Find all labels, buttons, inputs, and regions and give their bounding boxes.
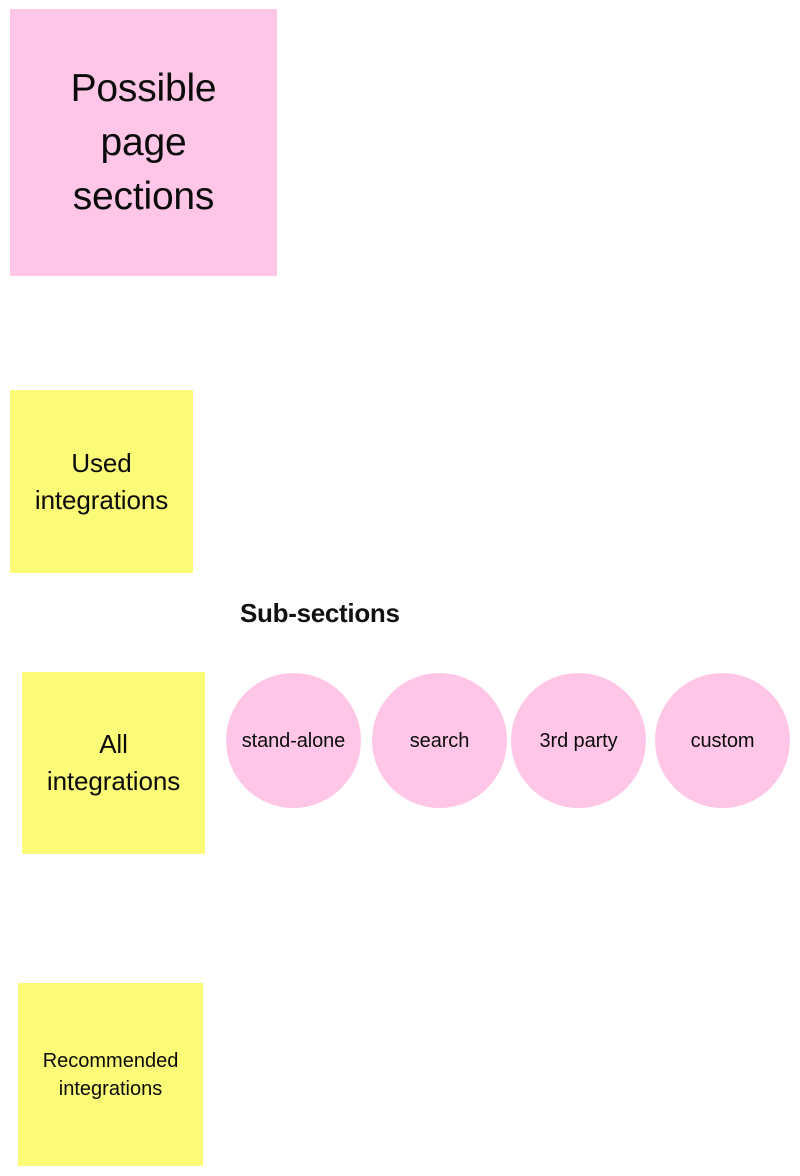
- subsection-circle-label: custom: [690, 729, 755, 752]
- sticky-note-all-integrations[interactable]: All integrations: [22, 672, 205, 854]
- subsection-circle-stand-alone[interactable]: stand-alone: [226, 673, 361, 808]
- sticky-note-used-integrations[interactable]: Used integrations: [10, 390, 193, 573]
- subsection-circle-search[interactable]: search: [372, 673, 507, 808]
- sticky-note-recommended-integrations[interactable]: Recommended integrations: [18, 983, 203, 1166]
- subsection-circle-label: stand-alone: [241, 729, 346, 752]
- subsection-circle-label: search: [409, 729, 470, 752]
- subsections-heading: Sub-sections: [240, 598, 400, 628]
- sticky-note-label: All integrations: [46, 729, 181, 796]
- subsection-circle-third-party[interactable]: 3rd party: [511, 673, 646, 808]
- subsection-circle-custom[interactable]: custom: [655, 673, 790, 808]
- sticky-note-label: Used integrations: [34, 447, 169, 515]
- sticky-note-possible-page-sections[interactable]: Possible page sections: [10, 9, 277, 276]
- sticky-note-label: Recommended integrations: [42, 1049, 179, 1100]
- sticky-note-label: Possible page sections: [70, 66, 217, 218]
- subsection-circle-label: 3rd party: [539, 729, 618, 752]
